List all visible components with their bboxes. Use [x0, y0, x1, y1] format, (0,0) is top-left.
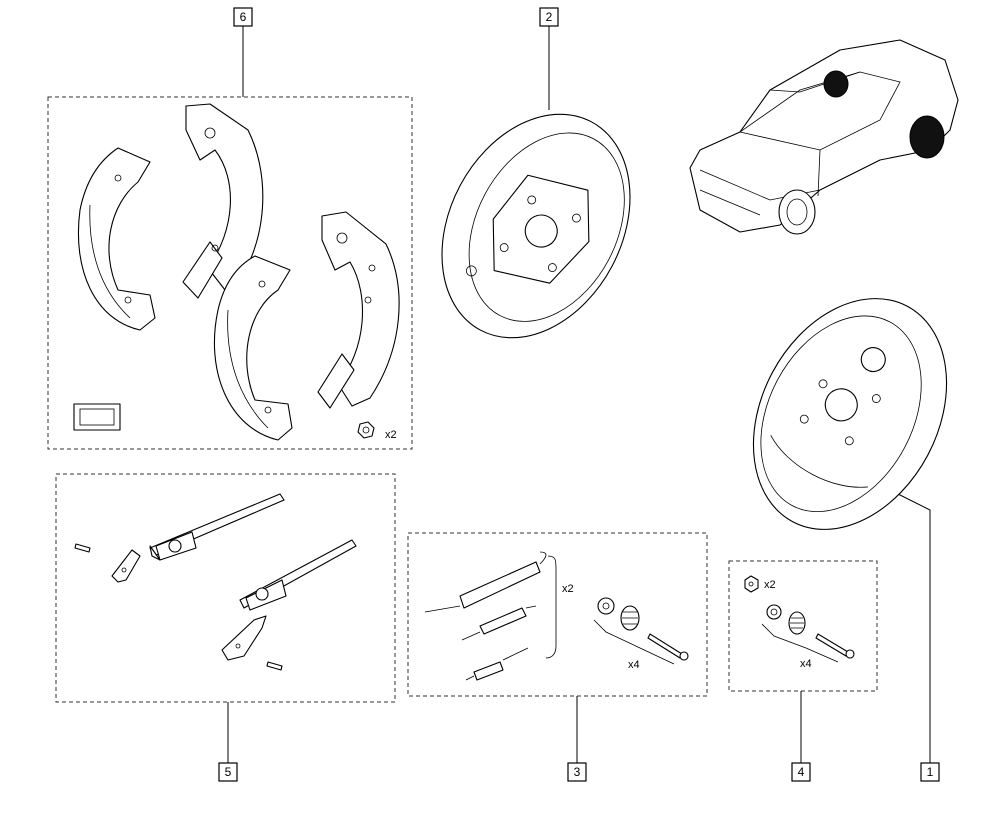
- callout-1[interactable]: 1: [920, 762, 940, 782]
- group-spring-kit: 3 x2 x4: [407, 532, 708, 782]
- car-illustration: [689, 39, 959, 235]
- callout-6[interactable]: 6: [233, 7, 253, 27]
- adjuster-lever-upper: [111, 549, 141, 583]
- kit-boundary-5: [55, 473, 396, 703]
- kit-boundary-3: [407, 532, 708, 697]
- return-spring-short: [465, 647, 529, 681]
- rear-wheel-highlight: [909, 115, 945, 159]
- hold-down-pin: [815, 633, 855, 659]
- return-spring-medium: [461, 605, 537, 641]
- kit-boundary-4: [728, 560, 878, 692]
- leader-1: [895, 492, 931, 763]
- pin-lower: [266, 661, 283, 671]
- callout-5-label: 5: [225, 765, 232, 779]
- nut-icon: [357, 421, 375, 439]
- callout-3-label: 3: [574, 765, 581, 779]
- group-brake-shoe-kit: 6: [47, 7, 413, 450]
- brake-drum: [441, 113, 631, 339]
- callout-4-label: 4: [798, 765, 805, 779]
- hold-down-washer: [597, 597, 615, 615]
- kit-boundary-6: [47, 96, 413, 450]
- hold-down-bracket: [761, 623, 839, 663]
- qty-hold-down-kit: x4: [628, 659, 640, 671]
- callout-3[interactable]: 3: [567, 762, 587, 782]
- brake-shoe-lining-left: [77, 147, 156, 331]
- hold-down-pin: [647, 633, 689, 661]
- hold-down-washer: [766, 604, 782, 620]
- callout-2-label: 2: [546, 10, 553, 24]
- qty-shoe-kit-nut: x2: [385, 429, 397, 441]
- group-adjuster-kit: 5: [55, 473, 396, 782]
- callout-5[interactable]: 5: [218, 762, 238, 782]
- adjuster-strut-lower: [239, 539, 357, 611]
- group-brake-drum: 2: [441, 7, 631, 339]
- hold-down-spring: [788, 611, 806, 635]
- springs-bracket: [545, 555, 557, 659]
- pin-upper: [74, 543, 91, 553]
- brake-shoe-web-upper: [182, 103, 264, 299]
- brake-shoe-lining-right: [213, 255, 293, 441]
- callout-4[interactable]: 4: [791, 762, 811, 782]
- return-spring-long: [424, 551, 547, 613]
- backing-plate: [752, 298, 948, 530]
- callout-1-label: 1: [927, 765, 934, 779]
- qty-single-nut: x2: [764, 579, 776, 591]
- roof-marker: [823, 70, 849, 98]
- adjuster-lever-lower: [221, 615, 267, 661]
- group-hold-down-kit: 4 x2 x4: [728, 560, 878, 782]
- grease-packet: [73, 403, 121, 431]
- hold-down-spring: [620, 605, 640, 631]
- callout-2[interactable]: 2: [539, 7, 559, 27]
- group-backing-plate: 1: [752, 298, 948, 782]
- nut-icon: [744, 575, 759, 593]
- qty-springs: x2: [562, 583, 574, 595]
- callout-6-label: 6: [240, 10, 247, 24]
- qty-single-hold-down: x4: [800, 658, 812, 670]
- hold-down-bracket: [593, 619, 675, 665]
- adjuster-strut-upper: [149, 493, 285, 561]
- brake-shoe-web-lower: [317, 211, 400, 409]
